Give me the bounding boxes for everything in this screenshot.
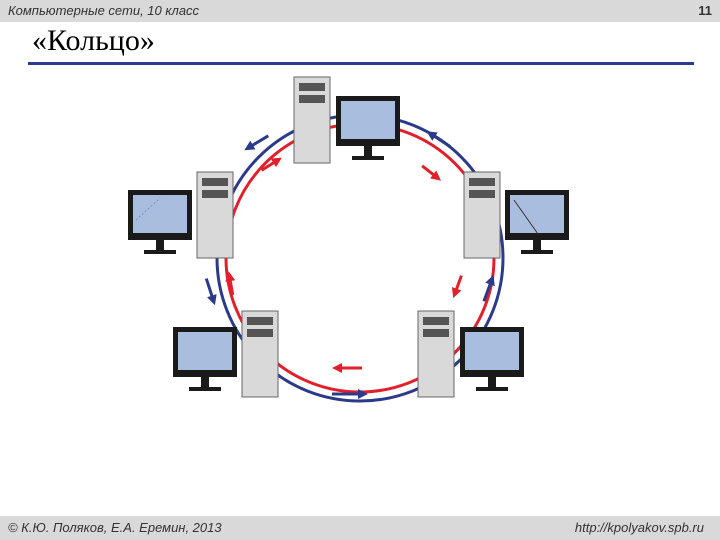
site-url: http://kpolyakov.spb.ru xyxy=(574,520,704,535)
slide-title: «Кольцо» xyxy=(32,24,155,57)
outer-arrow-top-left xyxy=(244,134,270,151)
workstation-bottom-left xyxy=(173,310,279,398)
workstation-top xyxy=(293,76,400,164)
page-number: 11 xyxy=(698,3,712,18)
outer-arrow-right xyxy=(482,274,495,302)
inner-arrow-top-left xyxy=(260,157,282,172)
workstation-left xyxy=(128,171,234,259)
outer-arrow-left xyxy=(204,278,217,306)
course-label: Компьютерные сети, 10 класс xyxy=(8,3,200,18)
inner-arrow-bottom xyxy=(332,363,362,373)
inner-arrow-top-right xyxy=(421,164,442,181)
copyright-authors: © К.Ю. Поляков, Е.А. Еремин, 2013 xyxy=(8,520,222,535)
outer-arrow-top-right xyxy=(426,131,451,148)
title-underline xyxy=(28,62,694,65)
inner-arrow-left xyxy=(225,271,236,296)
top-bar: Компьютерные сети, 10 класс 11 xyxy=(0,0,720,22)
outer-arrow-bottom xyxy=(332,389,368,399)
bottom-bar: © К.Ю. Поляков, Е.А. Еремин, 2013 http:/… xyxy=(0,516,720,540)
workstation-bottom-right xyxy=(417,310,524,398)
workstation-right xyxy=(463,171,569,259)
inner-arrow-right xyxy=(451,275,463,299)
